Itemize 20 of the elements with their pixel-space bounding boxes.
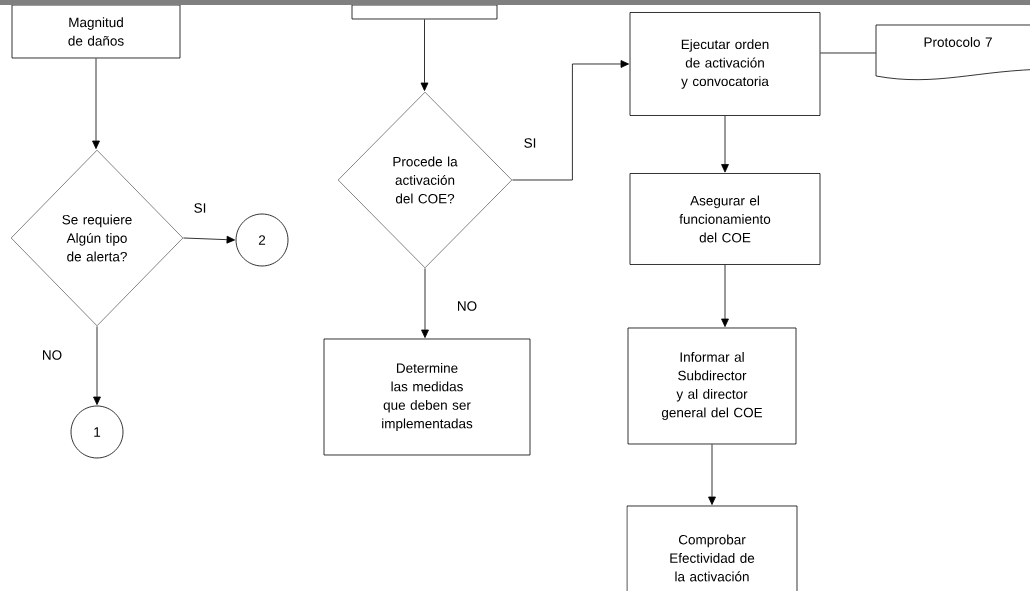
arrow	[93, 326, 101, 405]
edge-label: NO	[455, 300, 479, 312]
arrow	[708, 444, 716, 505]
edge-label: SI	[192, 202, 208, 214]
process-box: Magnitud de daños	[11, 4, 181, 59]
process-box	[351, 4, 498, 20]
arrow	[721, 115, 729, 173]
process-box: Determine las medidas que deben ser implementadas	[323, 338, 531, 456]
arrow	[512, 60, 629, 181]
edge-label: SI	[522, 137, 538, 149]
arrow	[421, 268, 429, 338]
arrow	[92, 58, 100, 149]
process-box: Comprobar Efectividad de la activación	[626, 505, 798, 591]
arrow	[721, 264, 729, 327]
edge-label: NO	[40, 349, 64, 361]
arrow	[183, 235, 236, 244]
process-box: Ejecutar orden de activación y convocatoria	[629, 12, 821, 116]
process-box: Informar al Subdirector y al director general del COE	[627, 327, 797, 445]
arrow	[420, 19, 429, 91]
process-box: Asegurar el funcionamiento del COE	[629, 173, 821, 265]
